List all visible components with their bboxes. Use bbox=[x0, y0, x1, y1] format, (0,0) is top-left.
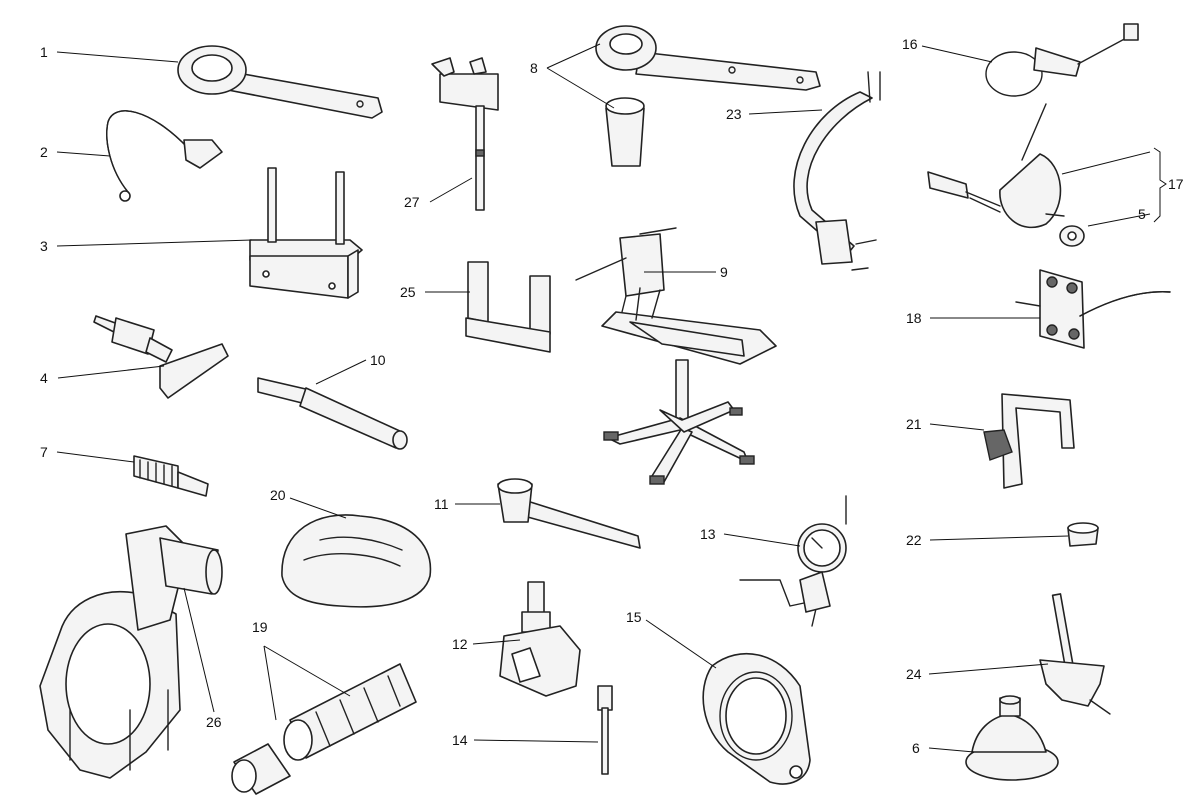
callout-14: 14 bbox=[452, 732, 468, 748]
callout-24: 24 bbox=[906, 666, 922, 682]
tool-27-wing-nut-stud bbox=[431, 57, 499, 211]
callout-2: 2 bbox=[40, 144, 48, 160]
callout-12: 12 bbox=[452, 636, 468, 652]
callout-1: 1 bbox=[40, 44, 48, 60]
callout-7: 7 bbox=[40, 444, 48, 460]
tool-9-engine-stand bbox=[575, 227, 777, 485]
callout-22: 22 bbox=[906, 532, 922, 548]
callout-9: 9 bbox=[720, 264, 728, 280]
tool-15-ring-holder bbox=[702, 652, 811, 785]
callout-20: 20 bbox=[270, 487, 286, 503]
tool-17-puller bbox=[927, 103, 1065, 229]
tool-14-pin bbox=[597, 685, 613, 775]
tool-13-dial-gauge bbox=[739, 495, 847, 627]
callout-10: 10 bbox=[370, 352, 386, 368]
tool-24-lever bbox=[1039, 593, 1111, 715]
leader-lines bbox=[56, 43, 1167, 753]
tool-2-hook bbox=[106, 110, 223, 202]
tool-23-arc-support bbox=[793, 71, 881, 271]
tool-11-socket-bar bbox=[497, 478, 641, 549]
tool-18-hub-tool bbox=[1015, 269, 1171, 349]
tool-26-flywheel-holder bbox=[39, 525, 223, 779]
tool-12-puller bbox=[499, 581, 581, 697]
callout-15: 15 bbox=[626, 609, 642, 625]
tool-21-bracket bbox=[983, 393, 1075, 489]
callout-21: 21 bbox=[906, 416, 922, 432]
tool-25-fork-plate bbox=[465, 261, 551, 353]
callout-11: 11 bbox=[434, 496, 449, 512]
tool-3-stud-plate bbox=[249, 167, 363, 299]
callout-23: 23 bbox=[726, 106, 742, 122]
tool-10-punch bbox=[257, 377, 408, 450]
callout-18: 18 bbox=[906, 310, 922, 326]
tool-20-cover bbox=[281, 514, 432, 608]
callout-5: 5 bbox=[1138, 206, 1146, 222]
tool-22-spacer bbox=[1067, 522, 1099, 547]
callout-19: 19 bbox=[252, 619, 268, 635]
callout-3: 3 bbox=[40, 238, 48, 254]
tool-1-ring-wrench bbox=[177, 45, 383, 119]
callout-25: 25 bbox=[400, 284, 416, 300]
callout-8: 8 bbox=[530, 60, 538, 76]
callout-27: 27 bbox=[404, 194, 420, 210]
tool-8-socket-wrench bbox=[595, 25, 821, 167]
callout-6: 6 bbox=[912, 740, 920, 756]
tool-5-disc bbox=[1059, 225, 1085, 247]
callout-4: 4 bbox=[40, 370, 48, 386]
callout-13: 13 bbox=[700, 526, 716, 542]
callout-26: 26 bbox=[206, 714, 222, 730]
callout-16: 16 bbox=[902, 36, 918, 52]
callout-labels: 1 2 3 4 5 6 7 8 9 10 11 12 13 14 15 16 1… bbox=[40, 36, 1184, 756]
tool-16-strap-wrench bbox=[985, 23, 1139, 97]
tool-7-knurled-pin bbox=[133, 455, 209, 497]
callout-17: 17 bbox=[1168, 176, 1184, 192]
tool-19-tube-sleeve bbox=[231, 663, 417, 795]
tool-4-t-handle bbox=[93, 315, 229, 399]
tool-6-round-base bbox=[965, 695, 1059, 781]
